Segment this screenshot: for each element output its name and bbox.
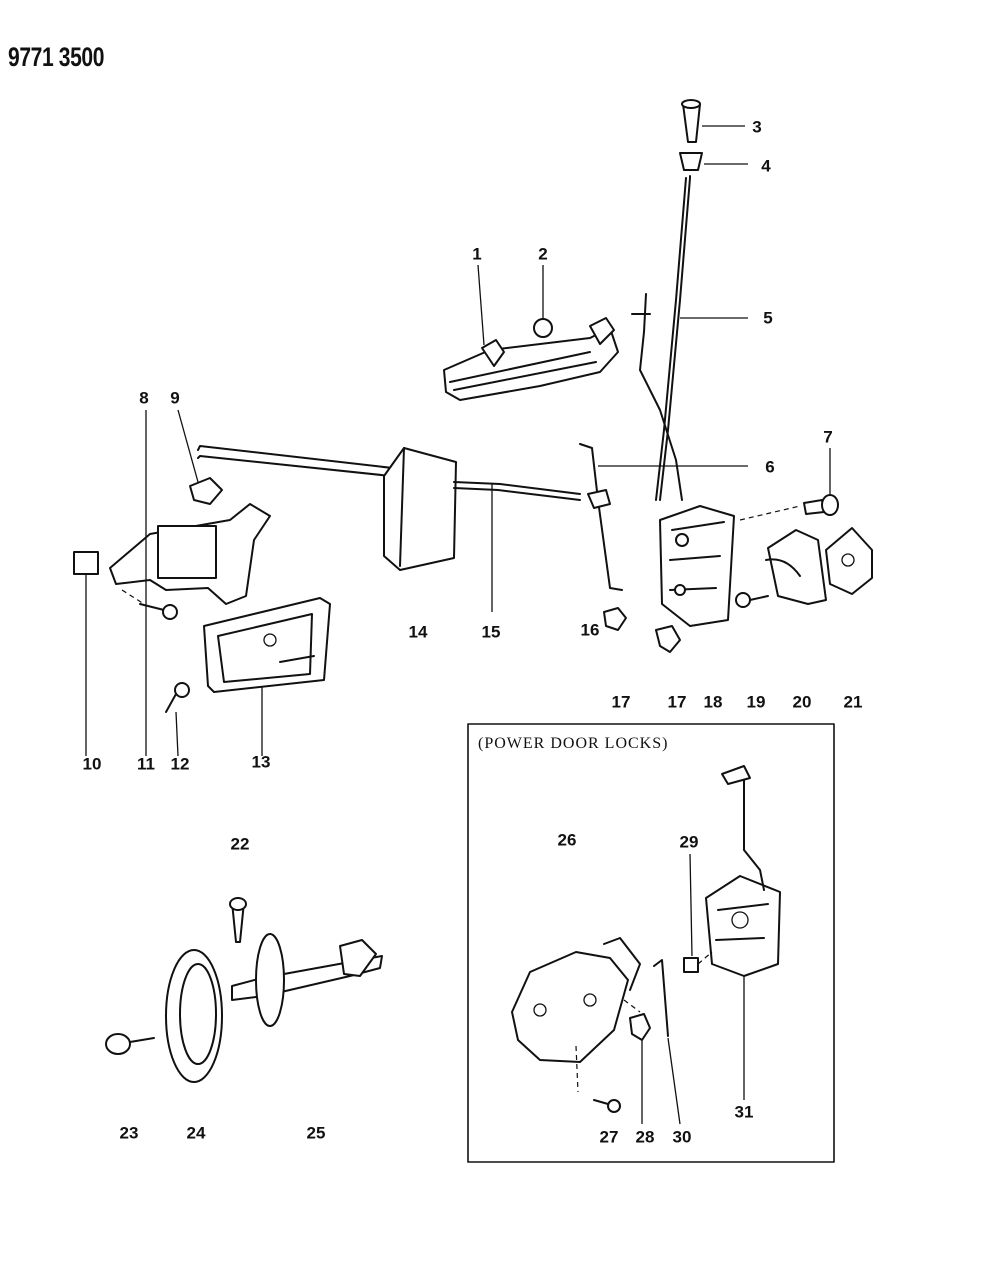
- part-label-22: 22: [230, 834, 250, 854]
- part-label-9: 9: [170, 388, 180, 408]
- part-20-striker: [765, 529, 827, 605]
- part-label-17b: 17: [667, 692, 687, 712]
- part-15-rod: [453, 481, 581, 612]
- part-label-6: 6: [765, 457, 775, 477]
- part-label-15: 15: [481, 622, 501, 642]
- part-29-clip: [683, 853, 699, 973]
- part-label-29: 29: [679, 832, 699, 852]
- part-label-13: 13: [251, 752, 271, 772]
- part-10-clip: [73, 551, 99, 756]
- part-label-1: 1: [472, 244, 482, 264]
- handle-link-rod: [631, 293, 683, 501]
- part-25-door-check: [231, 933, 383, 1027]
- part-9-clip: [177, 409, 223, 505]
- part-28-clip: [629, 1013, 651, 1124]
- part-21-shim: [825, 527, 873, 595]
- part-14-inside-handle-rod: [197, 445, 457, 571]
- part-17-clips: [603, 607, 681, 653]
- part-label-16: 16: [580, 620, 600, 640]
- document-id: 9771 3500: [8, 42, 105, 72]
- part-label-27: 27: [599, 1127, 619, 1147]
- part-13-inside-handle-bezel: [203, 597, 331, 756]
- part-23-bolt: [105, 1033, 155, 1055]
- part-label-26: 26: [557, 830, 577, 850]
- part-18-latch: [659, 505, 735, 627]
- part-label-23: 23: [119, 1123, 139, 1143]
- part-label-24: 24: [186, 1123, 206, 1143]
- part-label-18: 18: [703, 692, 723, 712]
- part-label-19: 19: [746, 692, 766, 712]
- part-27-screw: [593, 1099, 621, 1113]
- part-label-4: 4: [761, 156, 771, 176]
- part-label-28: 28: [635, 1127, 655, 1147]
- part-label-2: 2: [538, 244, 548, 264]
- part-label-7: 7: [823, 427, 833, 447]
- part-22-bolt: [229, 897, 247, 943]
- part-16-clip: [587, 489, 611, 509]
- inset-frame: [467, 723, 835, 1163]
- part-label-10: 10: [82, 754, 102, 774]
- part-label-31: 31: [734, 1102, 754, 1122]
- part-label-11: 11: [137, 754, 155, 774]
- part-label-17a: 17: [611, 692, 631, 712]
- part-label-25: 25: [306, 1123, 326, 1143]
- part-label-3: 3: [752, 117, 762, 137]
- part-label-20: 20: [792, 692, 812, 712]
- part-2-nut: [533, 265, 553, 338]
- part-5-lock-rod: [655, 175, 748, 501]
- part-label-14: 14: [408, 622, 428, 642]
- part-31-power-latch: [705, 765, 781, 1100]
- part-12-screw: [165, 682, 190, 757]
- part-4-grommet: [679, 152, 748, 171]
- part-label-8: 8: [139, 388, 149, 408]
- part-label-12: 12: [170, 754, 190, 774]
- part-19-screw: [735, 592, 769, 608]
- inset-title: (POWER DOOR LOCKS): [478, 735, 669, 752]
- part-label-30: 30: [672, 1127, 692, 1147]
- part-label-21: 21: [843, 692, 863, 712]
- part-1-outside-handle: [443, 264, 619, 401]
- part-26-actuator: [511, 937, 641, 1093]
- part-24-boot: [165, 949, 223, 1083]
- part-label-5: 5: [763, 308, 773, 328]
- part-7-screw: [739, 448, 839, 521]
- part-3-lock-knob: [681, 99, 745, 143]
- part-30-rod: [653, 959, 681, 1125]
- part-8-bracket: [109, 410, 271, 756]
- part-11-screw: [121, 589, 178, 620]
